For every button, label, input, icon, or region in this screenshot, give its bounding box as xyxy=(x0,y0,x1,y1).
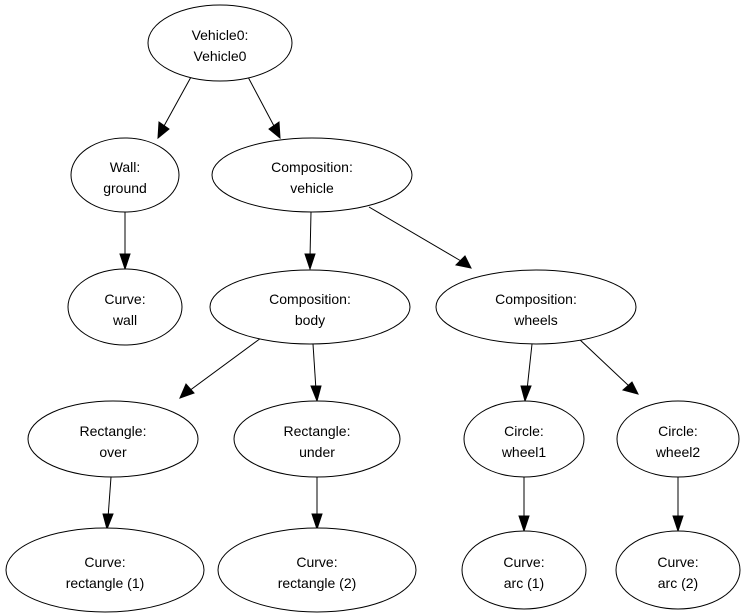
edge-line xyxy=(309,211,312,259)
node-label-line2: arc (2) xyxy=(658,575,698,591)
node-label-line1: Rectangle: xyxy=(80,423,147,439)
arrowhead-icon xyxy=(454,255,472,269)
node-label-line1: Circle: xyxy=(504,423,544,439)
node-ellipse xyxy=(67,268,183,346)
arrowhead-icon xyxy=(179,383,195,399)
node-label-line1: Composition: xyxy=(269,291,351,307)
edges-layer xyxy=(102,76,684,533)
node-ellipse xyxy=(615,530,741,610)
node-label-line1: Curve: xyxy=(84,554,125,570)
arrowhead-icon xyxy=(119,253,131,271)
graph-edge xyxy=(520,343,533,403)
graph-node[interactable]: Curve: rectangle (2) xyxy=(217,527,417,613)
graph-edge xyxy=(304,211,316,271)
node-label-line2: rectangle (1) xyxy=(66,575,145,591)
node-label-line2: arc (1) xyxy=(504,575,544,591)
arrowhead-icon xyxy=(518,515,530,533)
graph-node[interactable]: Circle: wheel2 xyxy=(616,400,740,478)
graph-edge xyxy=(672,477,684,533)
edge-line xyxy=(312,343,317,391)
graph-node[interactable]: Composition: wheels xyxy=(435,269,637,345)
edge-line xyxy=(526,343,533,391)
graph-node[interactable]: Curve: arc (2) xyxy=(615,530,741,610)
node-ellipse xyxy=(435,269,637,345)
nodes-layer: Vehicle0:Vehicle0Wall:groundComposition:… xyxy=(5,4,741,613)
node-label-line1: Composition: xyxy=(271,159,353,175)
arrowhead-icon xyxy=(520,385,532,403)
node-ellipse xyxy=(5,527,205,613)
node-ellipse xyxy=(616,400,740,478)
node-ellipse xyxy=(217,527,417,613)
edge-line xyxy=(107,476,112,519)
node-label-line2: wall xyxy=(112,312,137,328)
node-label-line1: Circle: xyxy=(658,423,698,439)
arrowhead-icon xyxy=(621,381,639,395)
edge-line xyxy=(188,337,262,392)
node-ellipse xyxy=(147,4,293,82)
graph-node[interactable]: Rectangle: over xyxy=(27,400,199,478)
graph-edge xyxy=(577,337,639,395)
graph-node[interactable]: Circle: wheel1 xyxy=(463,400,585,478)
graph-node[interactable]: Composition: body xyxy=(209,269,411,345)
graph-node[interactable]: Rectangle: under xyxy=(233,400,401,478)
arrowhead-icon xyxy=(157,121,170,140)
arrowhead-icon xyxy=(672,515,684,533)
graph-node[interactable]: Composition: vehicle xyxy=(211,137,413,213)
graph-edge xyxy=(102,476,114,531)
node-label-line2: over xyxy=(99,444,127,460)
graph-edge xyxy=(518,477,530,533)
arrowhead-icon xyxy=(311,513,323,531)
node-label-line1: Curve: xyxy=(657,554,698,570)
graph-node[interactable]: Curve: arc (1) xyxy=(461,530,587,610)
node-ellipse xyxy=(463,400,585,478)
node-label-line2: rectangle (2) xyxy=(278,575,357,591)
edge-line xyxy=(368,206,462,262)
node-label-line1: Vehicle0: xyxy=(192,27,249,43)
node-ellipse xyxy=(211,137,413,213)
node-label-line2: vehicle xyxy=(290,180,334,196)
node-ellipse xyxy=(70,137,180,213)
edge-line xyxy=(247,76,275,127)
node-label-line1: Curve: xyxy=(296,554,337,570)
arrowhead-icon xyxy=(304,253,316,271)
edge-line xyxy=(577,337,630,387)
node-label-line1: Rectangle: xyxy=(284,423,351,439)
graph-edge xyxy=(179,337,262,399)
node-ellipse xyxy=(27,400,199,478)
graph-edge xyxy=(157,76,192,140)
node-label-line1: Wall: xyxy=(110,159,141,175)
graph-node[interactable]: Wall: ground xyxy=(70,137,180,213)
arrowhead-icon xyxy=(310,385,322,403)
node-ellipse xyxy=(209,269,411,345)
node-label-line1: Composition: xyxy=(495,291,577,307)
arrowhead-icon xyxy=(102,513,114,531)
node-label-line2: under xyxy=(299,444,335,460)
node-label-line2: wheel1 xyxy=(501,444,547,460)
arrowhead-icon xyxy=(268,121,281,140)
node-label-line2: wheel2 xyxy=(655,444,701,460)
node-label-line2: body xyxy=(295,312,325,328)
graph-edge xyxy=(310,343,322,403)
node-ellipse xyxy=(233,400,401,478)
graph-edge xyxy=(311,477,323,531)
node-label-line2: Vehicle0 xyxy=(194,48,247,64)
node-label-line1: Curve: xyxy=(503,554,544,570)
node-label-line2: wheels xyxy=(513,312,558,328)
graph-edge xyxy=(247,76,281,140)
graph-node[interactable]: Curve: rectangle (1) xyxy=(5,527,205,613)
graph-edge xyxy=(368,206,472,269)
node-label-line2: ground xyxy=(103,180,147,196)
graph-node[interactable]: Curve: wall xyxy=(67,268,183,346)
graph-edge xyxy=(119,212,131,271)
node-label-line1: Curve: xyxy=(104,291,145,307)
edge-line xyxy=(163,76,192,127)
graph-node[interactable]: Vehicle0: Vehicle0 xyxy=(147,4,293,82)
node-ellipse xyxy=(461,530,587,610)
